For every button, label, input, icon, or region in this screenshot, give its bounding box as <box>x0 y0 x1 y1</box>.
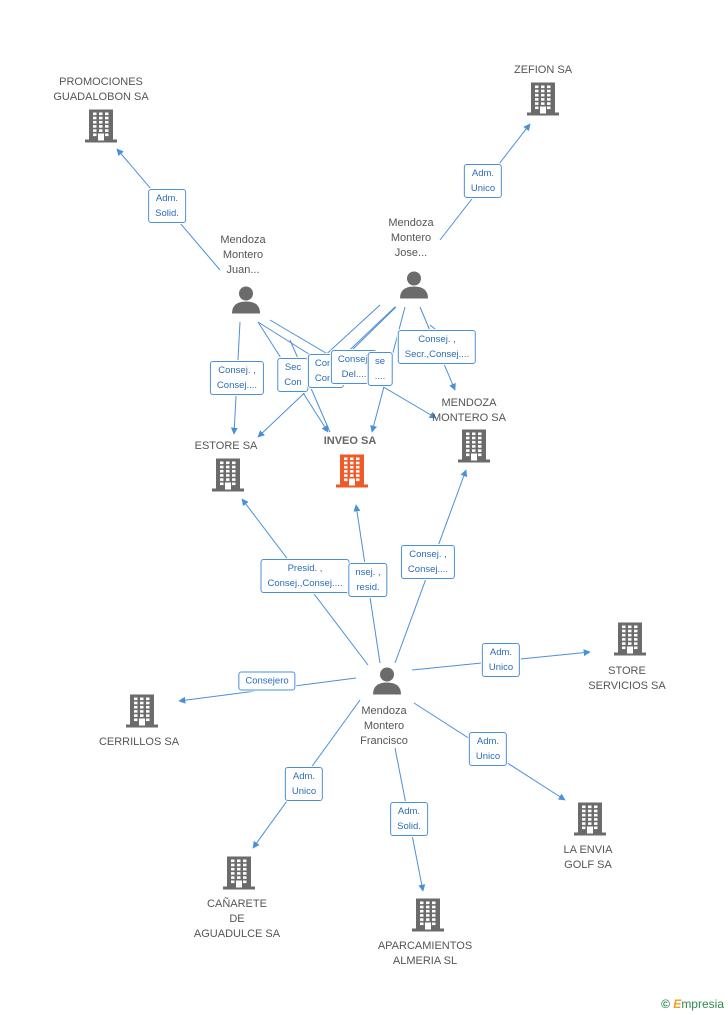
edge-label-francisco-estore[interactable]: Presid. , Consej.,Consej.... <box>260 559 350 593</box>
company-label-mendoza_montero_sa[interactable]: MENDOZA MONTERO SA <box>432 397 506 424</box>
company-label-la_envia[interactable]: LA ENVIA GOLF SA <box>563 844 613 871</box>
building-icon-canarete[interactable] <box>223 856 255 895</box>
building-icon-promociones[interactable] <box>85 109 117 148</box>
company-label-cerrillos[interactable]: CERRILLOS SA <box>98 736 180 748</box>
building-icon-store_servicios[interactable] <box>614 622 646 661</box>
edge-line-extra-2 <box>319 304 381 361</box>
edge-label-juan-estore[interactable]: Consej. , Consej.... <box>209 361 265 395</box>
edge-line-extra-0 <box>257 321 313 357</box>
building-icon-la_envia[interactable] <box>574 802 606 841</box>
edge-label-francisco-store[interactable]: Adm. Unico <box>481 643 521 677</box>
building-icon-aparcamientos[interactable] <box>412 898 444 937</box>
company-label-zefion[interactable]: ZEFION SA <box>513 64 573 76</box>
building-icon-estore[interactable] <box>212 458 244 497</box>
company-label-estore[interactable]: ESTORE SA <box>194 440 258 452</box>
edge-label-francisco-aparcamientos[interactable]: Adm. Solid. <box>390 802 428 836</box>
building-icon-inveo[interactable] <box>336 454 368 493</box>
person-label-jose[interactable]: Mendoza Montero Jose... <box>388 217 434 259</box>
empresia-logo: © Empresia <box>661 997 724 1011</box>
person-icon-francisco[interactable] <box>372 666 402 701</box>
edge-label-jose-zefion[interactable]: Adm. Unico <box>463 164 503 198</box>
edge-label-francisco-cerrillos[interactable]: Consejero <box>238 671 296 691</box>
edge-line-extra-3 <box>349 306 397 353</box>
company-label-canarete[interactable]: CAÑARETE DE AGUADULCE SA <box>193 898 281 940</box>
person-icon-juan[interactable] <box>231 285 261 320</box>
edge-label-francisco-mms[interactable]: Consej. , Consej.... <box>400 545 456 579</box>
edge-label-juan-promociones[interactable]: Adm. Solid. <box>148 189 186 223</box>
edge-label-jose-mms[interactable]: Consej. , Secr.,Consej.... <box>397 330 477 364</box>
building-icon-mendoza_montero_sa[interactable] <box>458 429 490 468</box>
building-icon-cerrillos[interactable] <box>126 694 158 733</box>
company-label-aparcamientos[interactable]: APARCAMIENTOS ALMERIA SL <box>377 940 473 967</box>
edge-label-jose-estore[interactable]: se .... <box>367 352 393 386</box>
edge-label-francisco-laenvia[interactable]: Adm. Unico <box>468 732 508 766</box>
edge-label-francisco-inveo[interactable]: nsej. , resid. <box>348 563 388 597</box>
edge-label-francisco-canarete[interactable]: Adm. Unico <box>284 767 324 801</box>
company-label-promociones[interactable]: PROMOCIONES GUADALOBON SA <box>53 76 149 103</box>
company-label-inveo[interactable]: INVEO SA <box>323 435 377 447</box>
company-label-store_servicios[interactable]: STORE SERVICIOS SA <box>588 665 666 692</box>
building-icon-zefion[interactable] <box>527 82 559 121</box>
person-label-francisco[interactable]: Mendoza Montero Francisco <box>360 705 408 747</box>
person-label-juan[interactable]: Mendoza Montero Juan... <box>220 234 266 276</box>
person-icon-jose[interactable] <box>399 270 429 305</box>
edge-label-juan-inveo[interactable]: Sec Con <box>277 358 309 392</box>
